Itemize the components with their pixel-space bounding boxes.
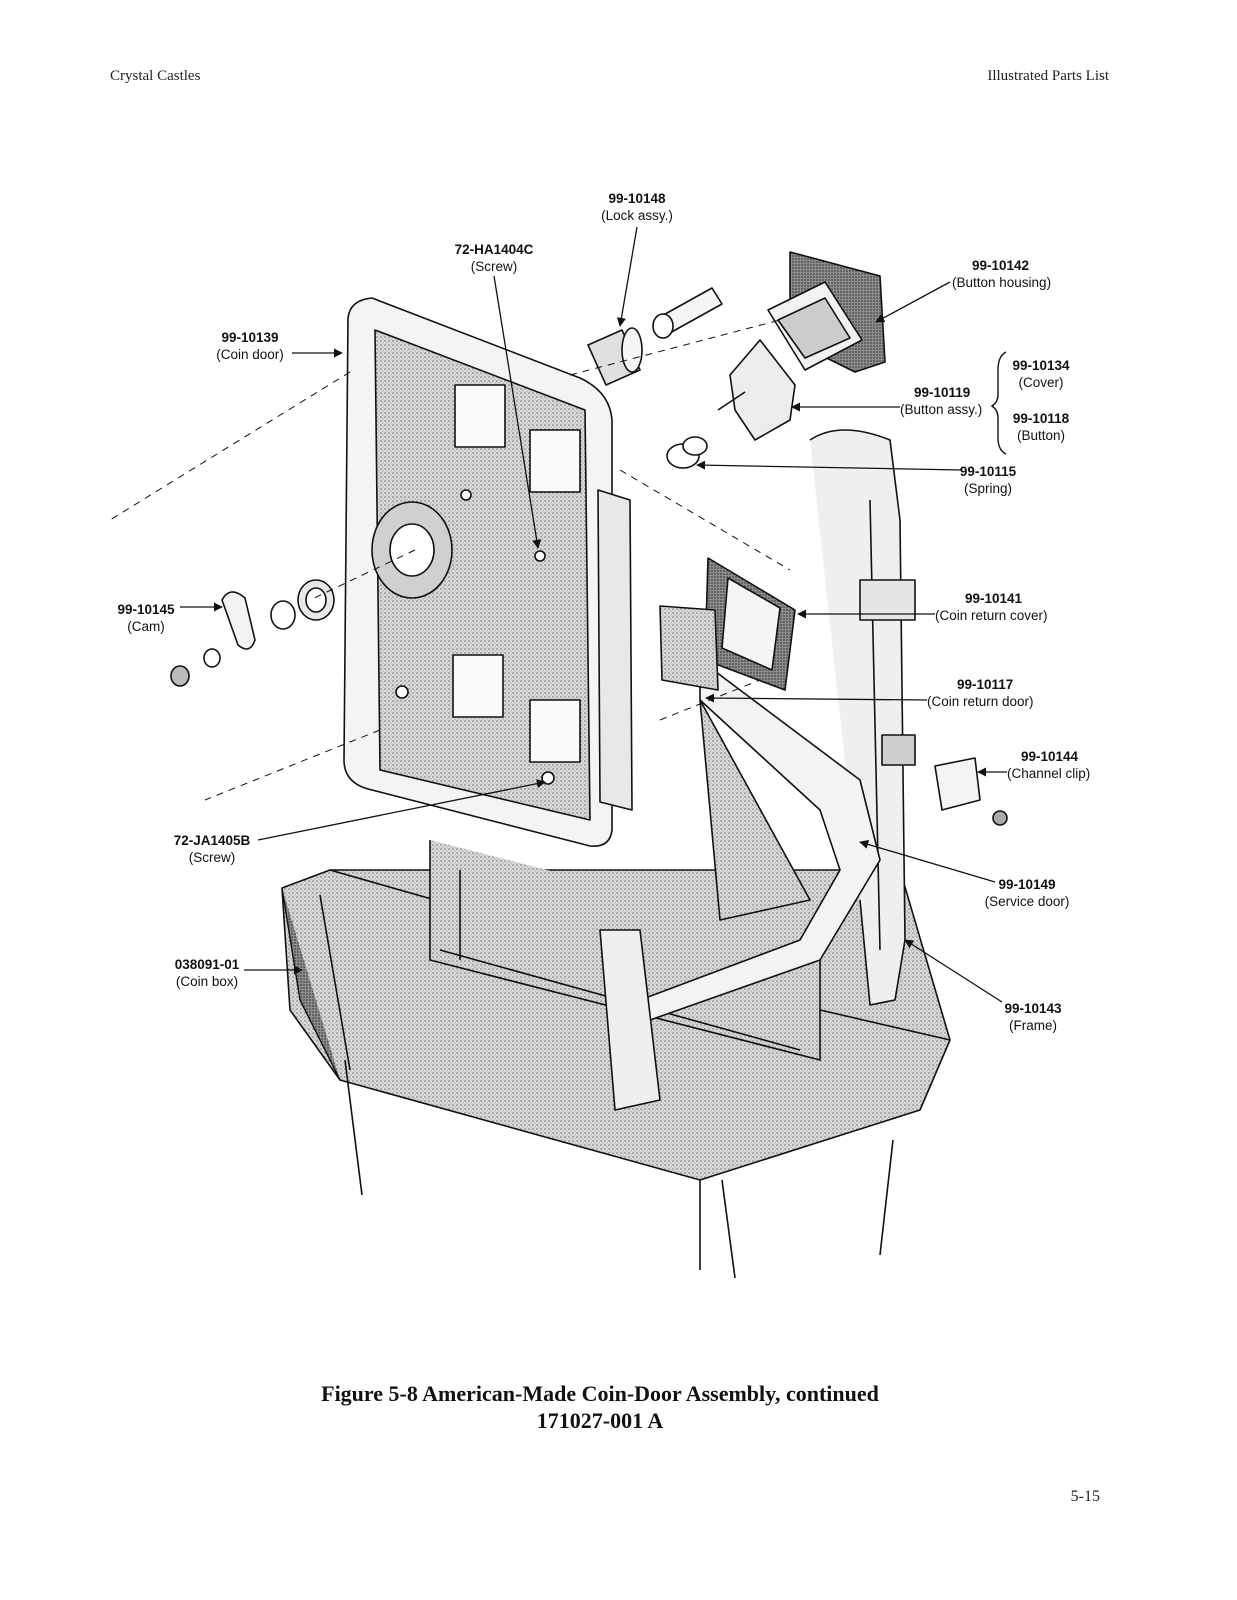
label-service-door: 99-10149(Service door) [984,877,1070,909]
coin-return-cover [659,557,796,691]
label-screw-top: 72-HA1404C(Screw) [454,242,534,274]
lock-assembly [587,287,723,386]
leader-coin-return-door [705,693,928,703]
label-cam: 99-10145(Cam) [117,602,175,634]
label-coin-box: 038091-01(Coin box) [174,957,240,989]
label-coin-return-cover: 99-10141(Coin return cover) [935,591,1048,623]
cam-parts [170,579,335,687]
header-title: Crystal Castles [110,68,201,84]
leader-spring [696,460,963,471]
header-section: Illustrated Parts List [987,68,1109,84]
label-button-housing: 99-10142(Button housing) [952,258,1052,290]
caption-title: Figure 5-8 American-Made Coin-Door Assem… [321,1381,879,1406]
label-screw-bottom: 72-JA1405B(Screw) [173,833,251,865]
leader-service-door [859,839,996,883]
coin-door [343,297,633,847]
label-channel-clip: 99-10144(Channel clip) [1007,749,1091,781]
figure-caption: Figure 5-8 American-Made Coin-Door Assem… [0,1380,1200,1434]
page-number: 5-15 [1070,1488,1100,1505]
label-button: 99-10118(Button) [1012,411,1070,443]
spring [666,436,708,469]
leader-frame [904,939,1003,1003]
button-housing [767,251,886,373]
leader-button-housing [875,281,951,323]
caption-drawing-number: 171027-001 A [536,1408,664,1433]
label-spring: 99-10115(Spring) [959,464,1017,496]
label-button-assy: 99-10119(Button assy.) [900,385,983,417]
label-lock-assy: 99-10148(Lock assy.) [601,191,673,223]
label-cover: 99-10134(Cover) [1012,358,1070,390]
brace [990,351,1007,455]
leader-screw-top [493,275,542,549]
channel-clip [934,757,1008,826]
frame [809,429,916,1006]
leader-lock-assy [616,226,638,327]
label-coin-return-door: 99-10117(Coin return door) [927,677,1034,709]
label-frame: 99-10143(Frame) [1004,1001,1062,1033]
label-coin-door: 99-10139(Coin door) [216,330,284,362]
leader-screw-bottom [257,779,546,841]
button-assembly [717,339,796,441]
service-door [599,659,881,1111]
